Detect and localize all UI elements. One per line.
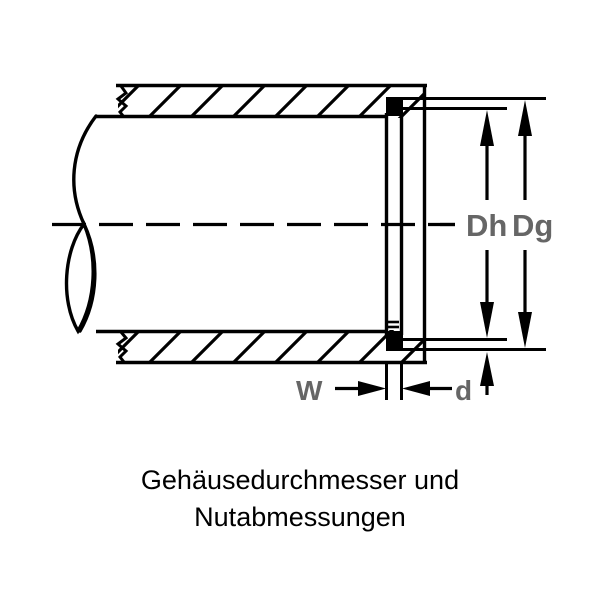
section-hatching-45deg-top [118,84,425,118]
housing-wall-top [96,83,427,119]
dimension-dh [390,107,507,341]
dimension-d: d [402,352,494,406]
dimension-dg [425,97,546,351]
housing-wall-bottom [96,329,427,365]
dimension-label-d: d [455,375,472,406]
dg-arrow-head-lower [518,312,532,348]
dimension-label-w: W [296,375,323,406]
figure-caption: Gehäusedurchmesser und Nutabmessungen [0,462,600,536]
caption-line-2: Nutabmessungen [194,502,406,532]
break-mark-top [115,85,129,118]
dg-arrow-head-upper [518,100,532,136]
caption-line-1: Gehäusedurchmesser und [140,465,460,495]
break-mark-bottom [115,331,129,363]
dh-arrow-head-upper [480,110,494,146]
d-arrow-head [402,381,430,396]
groove-hatch-ticks [388,320,399,329]
dimension-label-dh: Dh [466,208,507,243]
w-arrow-head [358,381,386,396]
d-vertical-arrow-head [480,352,494,386]
dimension-label-dg: Dg [512,208,553,243]
dimension-w: W [296,362,403,406]
dh-arrow-head-lower [480,302,494,338]
